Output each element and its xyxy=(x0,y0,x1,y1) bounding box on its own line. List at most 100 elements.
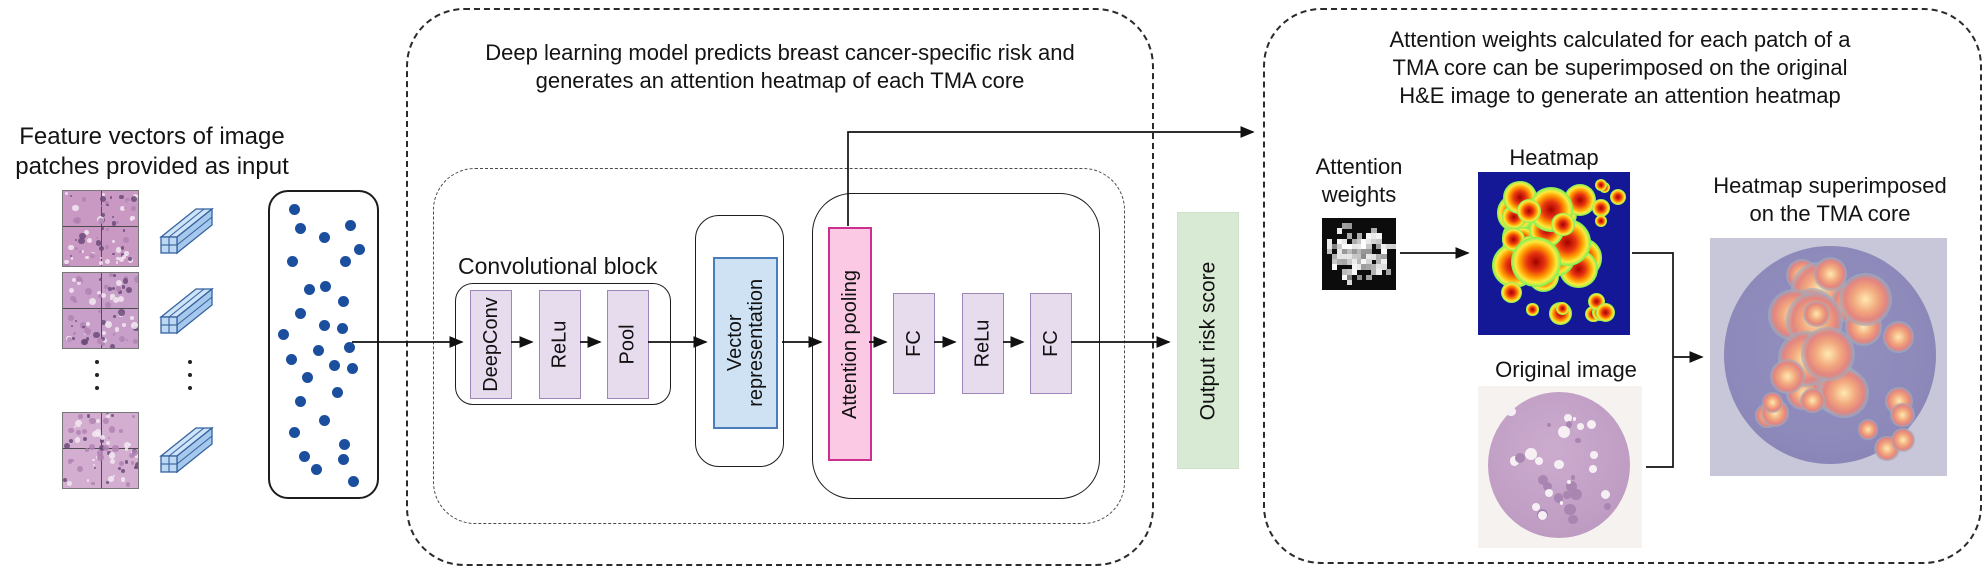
patch-texture-speck xyxy=(105,302,111,308)
patch-texture-speck xyxy=(86,479,90,482)
attention-weight-pixel xyxy=(1361,264,1367,270)
patch-texture-speck xyxy=(109,458,116,465)
attention-weight-pixel xyxy=(1346,269,1352,275)
heatmap-blob xyxy=(1596,303,1616,323)
patch-texture-speck xyxy=(115,286,122,292)
patch-texture-speck xyxy=(102,418,109,425)
patch-texture-speck xyxy=(113,315,116,318)
patch-texture-speck xyxy=(86,237,92,244)
model-inner-box xyxy=(433,168,1125,524)
model-group-title: Deep learning model predicts breast canc… xyxy=(485,40,1075,93)
patch-texture-speck xyxy=(107,436,111,440)
patch-texture-speck xyxy=(64,259,69,264)
core-texture-speck xyxy=(1568,514,1579,525)
attention-weight-pixel xyxy=(1356,243,1362,250)
patch-texture-speck xyxy=(84,327,92,335)
feature-vector-dot xyxy=(337,454,349,466)
patch-texture-speck xyxy=(66,481,72,487)
core-texture-speck xyxy=(1564,503,1577,516)
patch-texture-speck xyxy=(97,309,102,314)
feature-vector-dot xyxy=(337,295,349,307)
core-texture-speck xyxy=(1545,489,1554,498)
heatmap-blob xyxy=(1526,303,1539,316)
feature-vector-dot xyxy=(347,362,359,374)
attention-weight-pixel xyxy=(1331,254,1338,260)
deepconv-label: DeepConv xyxy=(479,297,502,392)
patch-texture-speck xyxy=(69,287,75,293)
relu-label-2: ReLu xyxy=(971,319,994,368)
attention-weight-pixel xyxy=(1356,264,1362,270)
attention-weight-pixel xyxy=(1371,254,1377,260)
superimposed-blob xyxy=(1839,273,1893,327)
core-texture-speck xyxy=(1559,501,1564,505)
patch-texture-speck xyxy=(129,315,135,321)
original-image xyxy=(1478,386,1642,548)
patch-texture-speck xyxy=(131,196,138,203)
patch-texture-speck xyxy=(82,326,85,329)
attention-weight-pixel xyxy=(1386,269,1392,275)
attention-weight-pixel xyxy=(1351,269,1357,275)
patch-texture-speck xyxy=(85,288,93,295)
patch-texture-speck xyxy=(98,278,102,282)
attention-weight-pixel xyxy=(1381,243,1387,250)
patch-texture-speck xyxy=(115,221,119,224)
patch-texture-speck xyxy=(123,275,129,281)
patch-texture-speck xyxy=(101,320,107,326)
patch-texture-speck xyxy=(120,477,126,482)
patch-texture-speck xyxy=(121,284,126,289)
patch-texture-speck xyxy=(95,428,102,435)
attention-weight-pixel xyxy=(1381,248,1387,255)
patch-texture-speck xyxy=(70,458,74,463)
attention-weight-pixel xyxy=(1356,238,1362,245)
patch-texture-speck xyxy=(113,297,120,303)
patch-texture-speck xyxy=(112,445,119,452)
core-texture-speck xyxy=(1553,493,1564,503)
feature-vector-dot xyxy=(299,451,311,463)
attention-weight-pixel xyxy=(1331,259,1338,265)
patch-texture-speck xyxy=(97,293,102,298)
feature-vector-dot xyxy=(319,280,331,292)
patch-texture-speck xyxy=(121,322,127,328)
core-texture-speck xyxy=(1566,480,1572,485)
attention-weight-pixel xyxy=(1366,259,1372,265)
patch-texture-speck xyxy=(86,414,91,419)
feature-vector-dot xyxy=(329,359,341,371)
core-texture-speck xyxy=(1531,502,1540,511)
patch-texture-speck xyxy=(130,461,135,465)
heatmap-blob xyxy=(1594,214,1608,228)
superimposed-blob xyxy=(1801,327,1856,382)
patch-texture-speck xyxy=(67,427,74,434)
patch-texture-speck xyxy=(109,296,114,301)
conv-block-label: Convolutional block xyxy=(458,253,658,279)
patch-texture-speck xyxy=(101,341,106,346)
attention-weight-pixel xyxy=(1366,248,1372,255)
patch-texture-speck xyxy=(76,465,83,472)
core-texture-speck xyxy=(1589,465,1597,474)
patch-texture-speck xyxy=(119,428,124,433)
histology-patch-2 xyxy=(62,272,139,349)
patch-texture-speck xyxy=(104,259,110,265)
superimposed-blob xyxy=(1890,427,1916,453)
patch-grid-line xyxy=(63,308,138,310)
attention-weight-pixel xyxy=(1356,254,1362,260)
attention-weight-pixel xyxy=(1336,243,1343,250)
fc-block-1: FC xyxy=(893,293,935,394)
patch-texture-speck xyxy=(120,246,124,250)
attention-weight-pixel xyxy=(1361,243,1367,250)
core-texture-speck xyxy=(1577,422,1585,430)
attention-weight-pixel xyxy=(1371,233,1377,239)
model-group-box xyxy=(406,8,1154,566)
patch-texture-speck xyxy=(97,450,103,456)
ellipsis-patches xyxy=(95,360,99,390)
patch-texture-speck xyxy=(100,212,105,218)
patch-texture-speck xyxy=(85,447,90,453)
patch-texture-speck xyxy=(92,459,95,462)
patch-texture-speck xyxy=(112,215,115,219)
patch-texture-speck xyxy=(89,444,95,450)
attention-weight-pixel xyxy=(1361,259,1367,265)
patch-texture-speck xyxy=(112,332,116,336)
patch-texture-speck xyxy=(128,452,135,459)
core-texture-speck xyxy=(1566,481,1578,492)
attention-weight-pixel xyxy=(1336,238,1343,245)
patch-texture-speck xyxy=(81,428,87,435)
